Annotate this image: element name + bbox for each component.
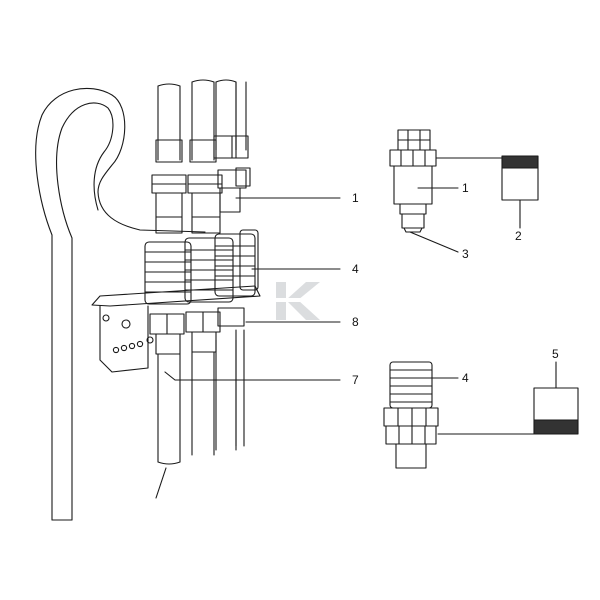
label-left-7: 7 xyxy=(352,373,359,387)
left-leader-lines xyxy=(164,197,341,381)
bulkhead-nuts xyxy=(149,307,245,355)
right-top-leaders xyxy=(409,187,521,253)
female-coupler-detail xyxy=(383,361,535,469)
female-couplers-stack xyxy=(144,229,259,305)
label-left-8: 8 xyxy=(352,315,359,329)
label-left-1: 1 xyxy=(352,191,359,205)
plug-dust-cap xyxy=(501,155,539,201)
label-right-top-2: 2 xyxy=(515,229,522,243)
right-bottom-leaders xyxy=(419,361,557,389)
male-plug-detail xyxy=(389,129,503,233)
label-right-bottom-5: 5 xyxy=(552,347,559,361)
label-right-top-3: 3 xyxy=(462,247,469,261)
lower-hoses xyxy=(155,329,245,499)
label-right-bottom-4: 4 xyxy=(462,371,469,385)
hydraulic-hoses xyxy=(155,79,249,163)
coupler-dust-cap xyxy=(533,387,579,435)
label-left-4: 4 xyxy=(352,262,359,276)
label-right-top-1: 1 xyxy=(462,181,469,195)
k-logo-watermark-icon xyxy=(272,282,324,320)
tractor-frame-hook xyxy=(35,87,206,521)
male-couplers-stack xyxy=(151,167,251,234)
mounting-bracket xyxy=(91,285,261,373)
